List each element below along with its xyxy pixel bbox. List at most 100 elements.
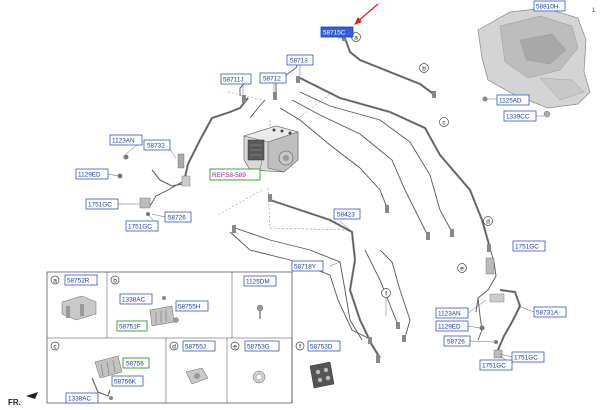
svg-text:a: a	[53, 278, 57, 285]
label-58726-left[interactable]: 58726	[164, 211, 192, 223]
svg-text:FR.: FR.	[8, 398, 21, 407]
front-arrow-icon	[26, 392, 38, 399]
svg-text:f: f	[385, 291, 387, 298]
front-marker: FR.	[8, 392, 38, 407]
label-1751GC-right-b[interactable]: 1751GC	[511, 351, 545, 363]
label-1129ED-left[interactable]: 1129ED	[75, 168, 109, 180]
svg-text:58718Y: 58718Y	[294, 264, 317, 271]
label-1129ED-right[interactable]: 1129ED	[435, 320, 469, 332]
svg-text:b: b	[422, 66, 426, 73]
svg-text:1125AD: 1125AD	[499, 98, 522, 105]
table-cell-f: f 58753D	[295, 340, 341, 389]
label-1338AC-b[interactable]: 1338AC	[119, 293, 153, 305]
label-58726-right[interactable]: 58726	[443, 335, 471, 347]
svg-text:1339CC: 1339CC	[506, 114, 530, 121]
label-58756K[interactable]: 58756K	[111, 375, 144, 387]
svg-text:1129ED: 1129ED	[78, 172, 101, 179]
label-58713[interactable]: 58713	[286, 54, 314, 66]
svg-text:1125DM: 1125DM	[246, 279, 270, 286]
svg-text:58732: 58732	[147, 143, 165, 150]
svg-text:e: e	[460, 266, 464, 273]
label-58715C[interactable]: 58715C	[320, 26, 354, 38]
label-1338AC-c[interactable]: 1338AC	[65, 392, 99, 404]
svg-text:REF.58-589: REF.58-589	[212, 172, 246, 179]
label-58753G[interactable]: 58753G	[244, 340, 280, 352]
label-1123AN-right[interactable]: 1123AN	[435, 307, 469, 319]
label-58810H[interactable]: 58810H	[533, 0, 566, 12]
svg-text:58713: 58713	[290, 58, 308, 65]
svg-text:1123AN: 1123AN	[438, 311, 461, 318]
svg-text:f: f	[299, 344, 301, 351]
label-1125AD[interactable]: 1125AD	[496, 94, 530, 106]
hecu-illustration	[243, 125, 299, 173]
callout-c: c	[439, 117, 449, 127]
callout-e: e	[457, 263, 467, 273]
label-1125DM[interactable]: 1125DM	[243, 275, 277, 287]
bolt-1339cc-illustration	[536, 110, 551, 118]
svg-text:e: e	[233, 344, 237, 351]
callout-f: f	[381, 288, 391, 298]
svg-text:1129ED: 1129ED	[438, 324, 461, 331]
table-cell-bolt: 1125DM	[243, 275, 277, 319]
table-cell-c: c 58756 58756K 1338AC	[50, 341, 150, 404]
label-1751GC-right-a[interactable]: 1751GC	[512, 240, 546, 252]
table-cell-a: a 58752R	[50, 274, 98, 321]
label-58423[interactable]: 58423	[333, 208, 361, 220]
label-1751GC-b[interactable]: 1751GC	[125, 220, 159, 232]
table-cell-b: b 1338AC 58755H 58751F	[110, 275, 209, 332]
svg-text:1751GC: 1751GC	[88, 202, 112, 209]
left-hose-hardware	[117, 153, 191, 216]
svg-text:58755H: 58755H	[178, 304, 201, 311]
svg-text:58756K: 58756K	[114, 379, 137, 386]
label-58755H[interactable]: 58755H	[175, 300, 209, 312]
svg-text:1338AC: 1338AC	[122, 297, 145, 304]
table-cell-d: d 58755J	[169, 340, 216, 385]
svg-text:58753D: 58753D	[310, 344, 333, 351]
svg-text:1751GC: 1751GC	[128, 224, 152, 231]
mounting-bracket-illustration	[477, 7, 591, 109]
parts-table	[46, 271, 293, 404]
svg-text:58755J: 58755J	[185, 344, 206, 351]
page-number: 1	[592, 8, 596, 14]
svg-text:b: b	[113, 278, 117, 285]
brake-tubes	[149, 37, 522, 359]
label-58718Y[interactable]: 58718Y	[291, 260, 324, 272]
label-1339CC[interactable]: 1339CC	[503, 110, 537, 122]
tube-fittings	[232, 34, 491, 363]
svg-text:58756: 58756	[126, 361, 144, 368]
svg-text:58711J: 58711J	[223, 77, 244, 84]
svg-text:a: a	[354, 35, 358, 42]
label-1751GC-a[interactable]: 1751GC	[85, 198, 119, 210]
svg-text:58726: 58726	[447, 339, 465, 346]
ref-label[interactable]: REF.58-589	[209, 168, 261, 181]
svg-text:58423: 58423	[337, 212, 355, 219]
label-58753D[interactable]: 58753D	[307, 340, 341, 352]
callout-b: b	[419, 63, 429, 73]
label-58712[interactable]: 58712	[259, 72, 287, 84]
svg-text:1751GC: 1751GC	[482, 363, 506, 370]
svg-text:d: d	[486, 219, 490, 226]
svg-text:c: c	[53, 344, 57, 351]
label-58711J[interactable]: 58711J	[220, 73, 252, 85]
svg-text:1338AC: 1338AC	[68, 396, 91, 403]
label-58731A[interactable]: 58731A	[533, 306, 567, 318]
label-58755J[interactable]: 58755J	[182, 340, 216, 352]
highlight-arrow	[354, 3, 379, 25]
label-58732[interactable]: 58732	[143, 139, 171, 151]
label-1751GC-right-c[interactable]: 1751GC	[479, 359, 513, 371]
svg-text:58726: 58726	[168, 215, 186, 222]
svg-text:58810H: 58810H	[536, 4, 559, 11]
label-58752R[interactable]: 58752R	[64, 274, 98, 286]
svg-text:58751F: 58751F	[119, 324, 141, 331]
label-58751F[interactable]: 58751F	[116, 320, 148, 332]
svg-text:58731A: 58731A	[536, 310, 559, 317]
svg-text:58712: 58712	[263, 76, 281, 83]
label-58756[interactable]: 58756	[122, 357, 150, 369]
svg-text:58752R: 58752R	[67, 278, 90, 285]
table-cell-e: e 58753G	[230, 340, 280, 384]
svg-text:1751GC: 1751GC	[514, 355, 538, 362]
svg-text:1751GC: 1751GC	[515, 244, 539, 251]
svg-text:c: c	[442, 120, 446, 127]
label-1123AN-left[interactable]: 1123AN	[109, 134, 143, 146]
